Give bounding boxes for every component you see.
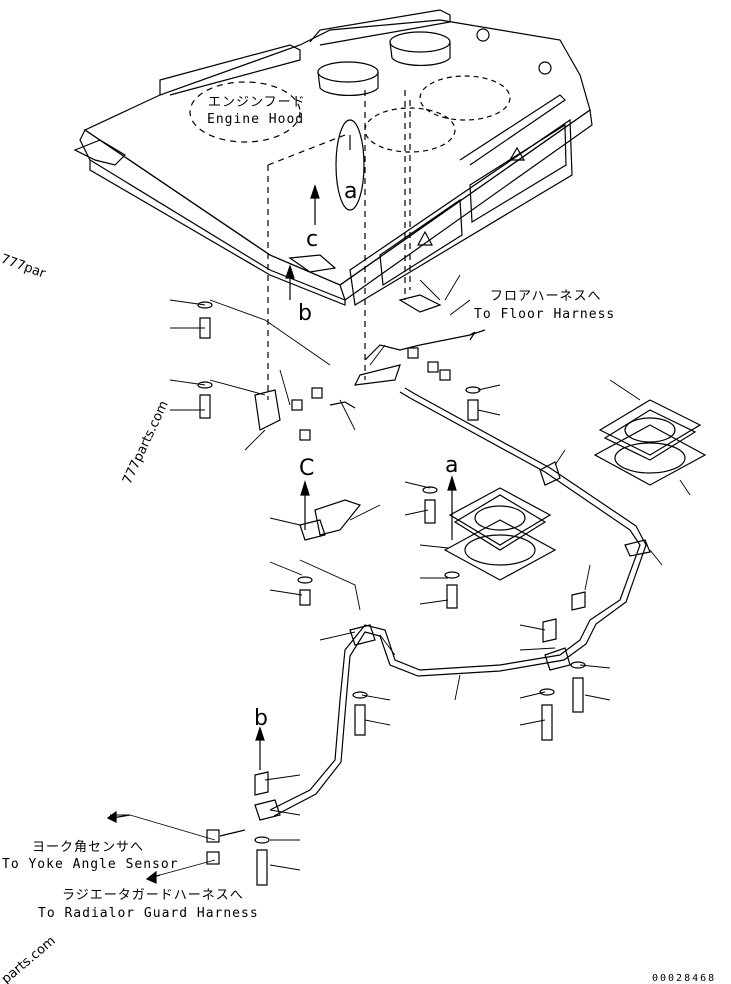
ref-c-mid: C	[299, 456, 314, 481]
floor-harness-label-jp: フロアハーネスへ	[490, 289, 601, 304]
watermark-left-top: 777par	[0, 252, 48, 282]
radiator-harness-label-en: To Radialor Guard Harness	[38, 906, 259, 921]
watermark-left-mid: 777parts.com	[120, 399, 172, 487]
ref-a-top: a	[344, 179, 357, 204]
connectors	[206, 387, 356, 865]
harness-tube	[269, 387, 647, 817]
drawing-number: 00028468	[652, 973, 716, 984]
watermark-bottom-left: parts.com	[0, 934, 59, 984]
engine-hood-drawing	[73, 9, 593, 306]
ref-a-mid: a	[445, 453, 458, 478]
reference-arrows	[255, 135, 457, 770]
engine-hood-label-en: Engine Hood	[207, 112, 304, 127]
engine-hood-label-jp: エンジンフード	[208, 95, 306, 110]
radiator-harness-label-jp: ラジエータガードハーネスへ	[62, 888, 244, 903]
ref-b-top: b	[298, 301, 312, 326]
ref-c-top: c	[306, 227, 318, 252]
yoke-sensor-label-jp: ヨーク角センサへ	[32, 840, 144, 855]
clamps	[254, 389, 651, 821]
mounting-pads	[443, 399, 707, 581]
bolts-and-washers	[197, 301, 586, 886]
floor-harness-branch	[353, 294, 476, 386]
callout-leaders	[110, 274, 691, 876]
floor-harness-label-en: To Floor Harness	[474, 307, 615, 322]
leader-lines	[267, 90, 411, 400]
ref-b-bot: b	[254, 706, 268, 731]
yoke-sensor-label-en: To Yoke Angle Sensor	[2, 857, 179, 872]
